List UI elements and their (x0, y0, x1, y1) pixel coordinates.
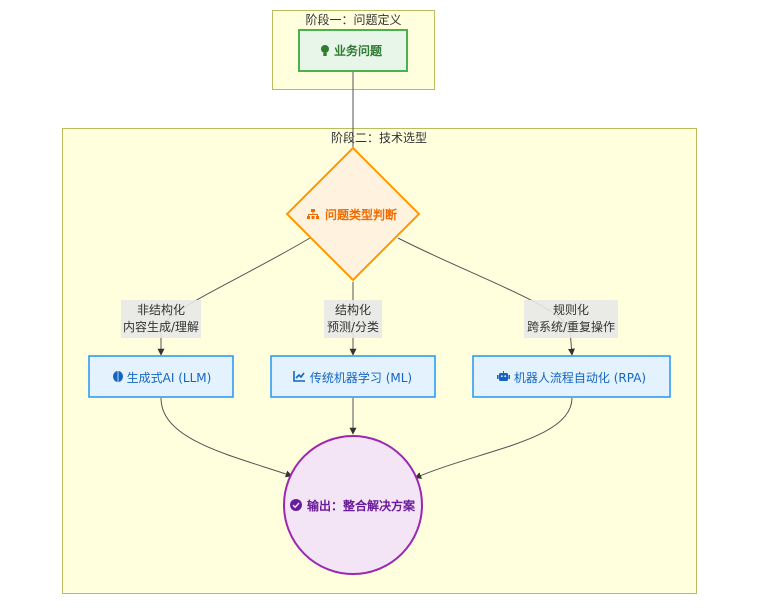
chart-line-icon (293, 371, 305, 382)
node-rpa[interactable]: 机器人流程自动化 (RPA) (472, 355, 671, 398)
node-ml[interactable]: 传统机器学习 (ML) (270, 355, 436, 398)
node-rpa-label: 机器人流程自动化 (RPA) (514, 370, 646, 385)
edge-label-rpa: 规则化 跨系统/重复操作 (524, 300, 618, 338)
edge-label-genai: 非结构化 内容生成/理解 (121, 300, 201, 338)
robot-icon (497, 371, 510, 381)
node-genai[interactable]: 生成式AI (LLM) (88, 355, 234, 398)
check-circle-icon (290, 499, 302, 511)
node-problem-type-decision[interactable]: 问题类型判断 (285, 146, 421, 282)
edge-label-ml-line2: 预测/分类 (327, 320, 379, 334)
node-output[interactable]: 输出：整合解决方案 (283, 435, 423, 575)
cluster-stage-2-label: 阶段二：技术选型 (331, 130, 427, 145)
node-genai-label: 生成式AI (LLM) (127, 371, 212, 385)
node-business-problem-label: 业务问题 (334, 43, 383, 58)
node-problem-type-label: 问题类型判断 (325, 207, 397, 222)
node-output-label: 输出：整合解决方案 (307, 498, 416, 513)
sitemap-icon (307, 209, 319, 219)
edge-label-genai-line1: 非结构化 (137, 302, 185, 317)
cluster-stage-1-label: 阶段一：问题定义 (305, 12, 401, 27)
edge-genai-to-output (160, 397, 293, 478)
brain-icon (113, 371, 123, 382)
edge-label-ml: 结构化 预测/分类 (324, 300, 382, 338)
edge-rpa-to-output (414, 397, 573, 479)
node-business-problem[interactable]: 业务问题 (298, 29, 408, 72)
edge-label-rpa-line2: 跨系统/重复操作 (527, 319, 615, 334)
lightbulb-icon (321, 45, 329, 56)
edge-label-ml-line1: 结构化 (335, 302, 371, 317)
node-ml-label: 传统机器学习 (ML) (310, 370, 412, 385)
edge-label-genai-line2: 内容生成/理解 (123, 319, 199, 334)
edge-label-rpa-line1: 规则化 (553, 302, 589, 317)
